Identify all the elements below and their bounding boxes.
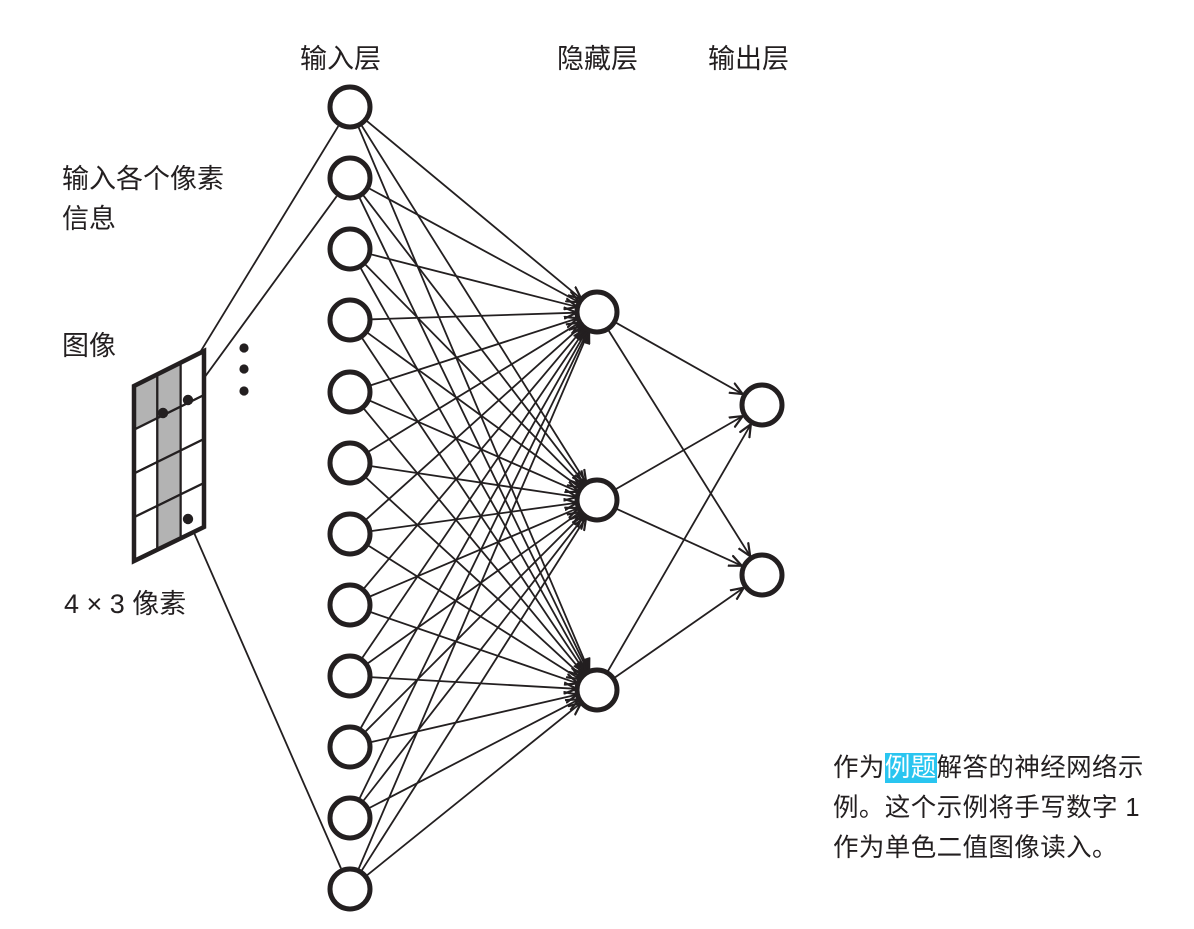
edge-input4-hidden2 [367,332,580,488]
input-node-4 [327,297,373,343]
pixel-grid-frame [131,347,207,565]
edge-hidden2-output1 [615,416,742,490]
edge-input8-hidden3 [370,611,577,683]
edge-input8-hidden1 [363,328,583,589]
edge-input10-hidden1 [360,330,587,729]
edge-input6-hidden2 [371,465,576,497]
annotation-image-label: 图像 [62,331,116,361]
layer-label-output-layer: 输出层 [708,44,789,74]
output-node-1 [739,382,785,428]
input-node-12 [327,866,373,912]
input-node-9 [327,653,373,699]
edge-input7-hidden1 [365,326,581,520]
pixel-dot-r1c1 [157,407,169,419]
input-node-8 [327,582,373,628]
hidden-to-output-edge-group [607,322,750,679]
edge-input2-hidden2 [362,194,584,483]
edge-input1-hidden2 [360,125,586,483]
ellipsis-dot-3 [239,386,249,396]
edge-input5-hidden2 [369,399,578,492]
edge-input12-hidden3 [366,703,581,876]
hidden-node-3 [574,667,620,713]
edge-hidden1-output1 [615,322,742,394]
edge-input7-hidden2 [371,503,576,532]
edge-input4-hidden1 [371,313,576,321]
edge-input1-hidden3 [357,126,589,670]
edge-input11-hidden1 [358,331,588,799]
caption-segment-3: 解答的神经网络示例。这个示例将手写数字 1 作为单色二值图像读入。 [833,754,1144,862]
hidden-node-1 [574,289,620,335]
pixel-dot-r4c3 [182,513,194,525]
edge-input12-hidden1 [357,331,589,870]
edge-input11-hidden2 [362,517,585,802]
layer-label-group: 输入层 隐藏层 输出层 [300,44,789,74]
input-node-1 [327,84,373,130]
edge-input11-hidden3 [369,700,579,809]
edge-input2-hidden3 [358,197,588,671]
edge-pixel-dot-r1c2-to-input2 [187,195,338,401]
edge-input5-hidden3 [363,408,584,674]
edge-hidden3-output2 [614,588,743,679]
edge-input2-hidden1 [368,187,578,301]
ellipsis-dot-1 [239,343,249,353]
ellipsis-dot-2 [239,364,249,374]
edge-input10-hidden3 [371,695,576,743]
vertical-ellipsis [239,343,249,396]
output-layer-nodes [739,382,785,598]
edge-input5-hidden1 [370,318,577,387]
layer-label-input-layer: 输入层 [300,44,381,74]
edge-pixel-dot-r4c3-to-input12 [187,518,342,869]
pixel-grid-image [131,347,207,565]
hidden-node-2 [574,477,620,523]
caption-highlight-term: 例题 [884,753,937,783]
edge-input8-hidden2 [369,508,577,598]
input-node-6 [327,440,373,486]
edge-input10-hidden2 [364,515,583,733]
input-layer-nodes [327,84,373,912]
edge-input3-hidden1 [371,253,576,306]
output-node-2 [739,552,785,598]
edge-input4-hidden3 [361,337,585,672]
annotation-pixel-size-label: 4 × 3 像素 [64,589,186,619]
input-node-10 [327,724,373,770]
edge-input7-hidden3 [368,544,580,679]
input-node-3 [327,226,373,272]
edge-input3-hidden2 [364,264,582,485]
layer-label-hidden-layer: 隐藏层 [557,44,638,74]
edge-input6-hidden3 [365,477,581,676]
pixel-dot-r1c2 [182,394,194,406]
figure-caption: 作为例题解答的神经网络示例。这个示例将手写数字 1 作为单色二值图像读入。 [833,748,1163,868]
edge-hidden3-output1 [607,425,750,672]
edge-input3-hidden3 [359,267,587,671]
input-node-5 [327,369,373,415]
edge-input9-hidden1 [361,329,585,659]
input-node-11 [327,795,373,841]
annotation-input-pixel-info-line1: 输入各个像素 [62,164,224,194]
edge-input6-hidden1 [368,323,579,453]
input-node-2 [327,155,373,201]
input-node-7 [327,511,373,557]
edge-input9-hidden3 [371,676,576,689]
edge-input1-hidden1 [366,120,581,299]
caption-segment-1: 作为 [833,754,885,782]
edge-input9-hidden2 [367,512,580,664]
input-to-hidden-edge-group [357,120,589,876]
edge-hidden1-output2 [607,330,750,556]
hidden-layer-nodes [574,289,620,713]
edge-hidden2-output2 [616,508,741,565]
edge-input12-hidden2 [361,518,586,871]
annotation-input-pixel-info-line2: 信息 [62,204,116,234]
